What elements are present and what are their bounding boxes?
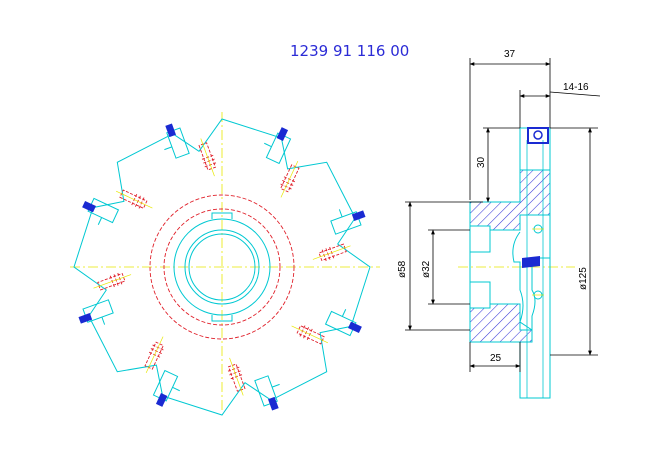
part-number-title: 1239 91 116 00 <box>290 42 409 60</box>
hub-section-top <box>469 169 551 231</box>
bore-outer-circle <box>184 229 260 305</box>
dim-hub-25: 25 <box>490 353 502 364</box>
dim-dia-58: ø58 <box>397 260 408 278</box>
side-insert-top <box>527 127 549 144</box>
cutting-insert <box>78 313 93 324</box>
cutting-insert <box>348 321 362 334</box>
dim-dia-125: ø125 <box>578 267 589 290</box>
keyway-notches <box>211 212 233 322</box>
hub-circle-hidden <box>163 208 281 326</box>
tooth-pocket <box>291 309 362 345</box>
cutting-insert <box>155 393 168 407</box>
cutting-insert <box>351 210 366 221</box>
tooth-pocket <box>227 357 280 411</box>
tooth-pocket <box>78 272 132 325</box>
tooth-pocket <box>264 127 300 198</box>
side-view-section <box>458 127 575 399</box>
hub-section-bottom <box>469 303 533 343</box>
tooth-pocket <box>312 209 366 262</box>
front-center-lines <box>70 112 380 412</box>
bolt-circle-hidden <box>149 194 295 340</box>
front-view-cutter <box>70 112 380 416</box>
cutting-insert <box>276 127 289 141</box>
dim-insert-14-16: 14-16 <box>563 82 589 93</box>
bore-circle <box>188 233 256 301</box>
dim-dia-32: ø32 <box>421 260 432 278</box>
pocket-cutout <box>512 231 550 331</box>
dim-width-37: 37 <box>504 49 516 60</box>
tooth-pocket <box>164 123 217 177</box>
bore-outline <box>469 226 491 308</box>
tooth-pocket <box>144 336 180 407</box>
dimension-lines <box>405 58 601 372</box>
cutting-insert <box>82 200 96 213</box>
cutter-teeth <box>78 123 366 411</box>
insert-screw-top <box>533 130 543 140</box>
hub-outer-circle <box>173 218 271 316</box>
cutting-insert <box>165 123 176 138</box>
dim-height-30: 30 <box>476 156 487 168</box>
side-insert-mid <box>522 256 540 268</box>
cutting-insert <box>268 396 279 411</box>
tooth-pocket <box>82 189 153 225</box>
